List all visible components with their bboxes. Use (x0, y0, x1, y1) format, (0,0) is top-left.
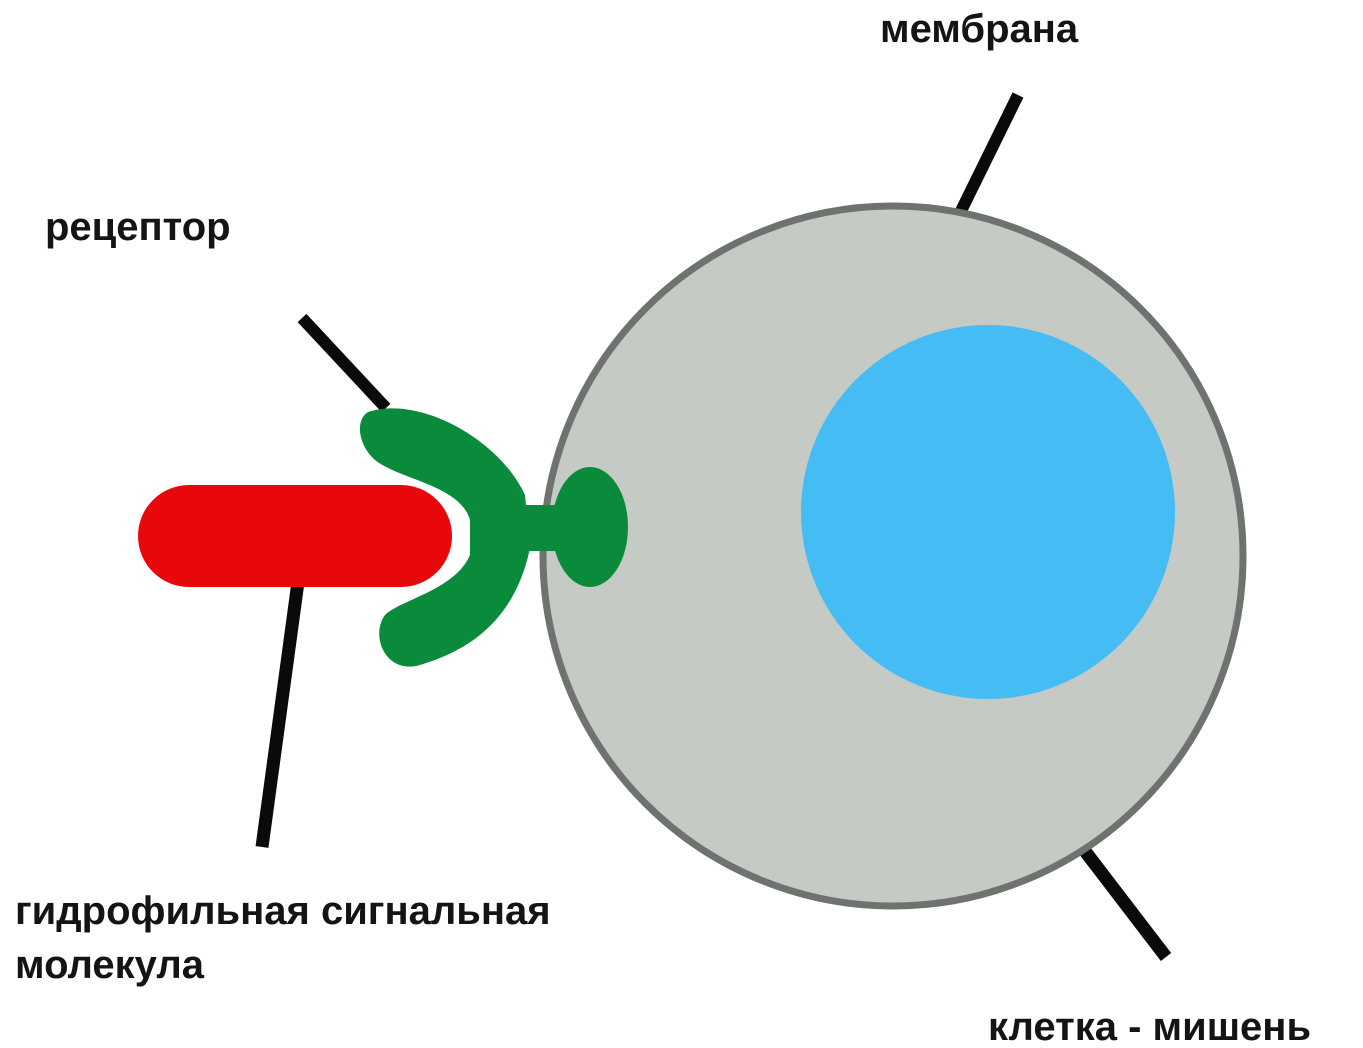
molecule-leader-line (262, 582, 298, 847)
signal-molecule (138, 485, 452, 587)
membrane-leader-line (960, 95, 1018, 213)
receptor-label: рецептор (45, 200, 231, 254)
membrane-label: мембрана (880, 2, 1078, 56)
receptor-anchor (552, 467, 628, 587)
nucleus (801, 325, 1175, 699)
receptor-leader-line (302, 318, 386, 408)
target-cell-label: клетка - мишень (988, 1000, 1311, 1048)
signal-molecule-label-line2: молекула (15, 938, 551, 992)
signal-molecule-label-line1: гидрофильная сигнальная (15, 884, 551, 938)
signal-molecule-label: гидрофильная сигнальная молекула (15, 884, 551, 992)
